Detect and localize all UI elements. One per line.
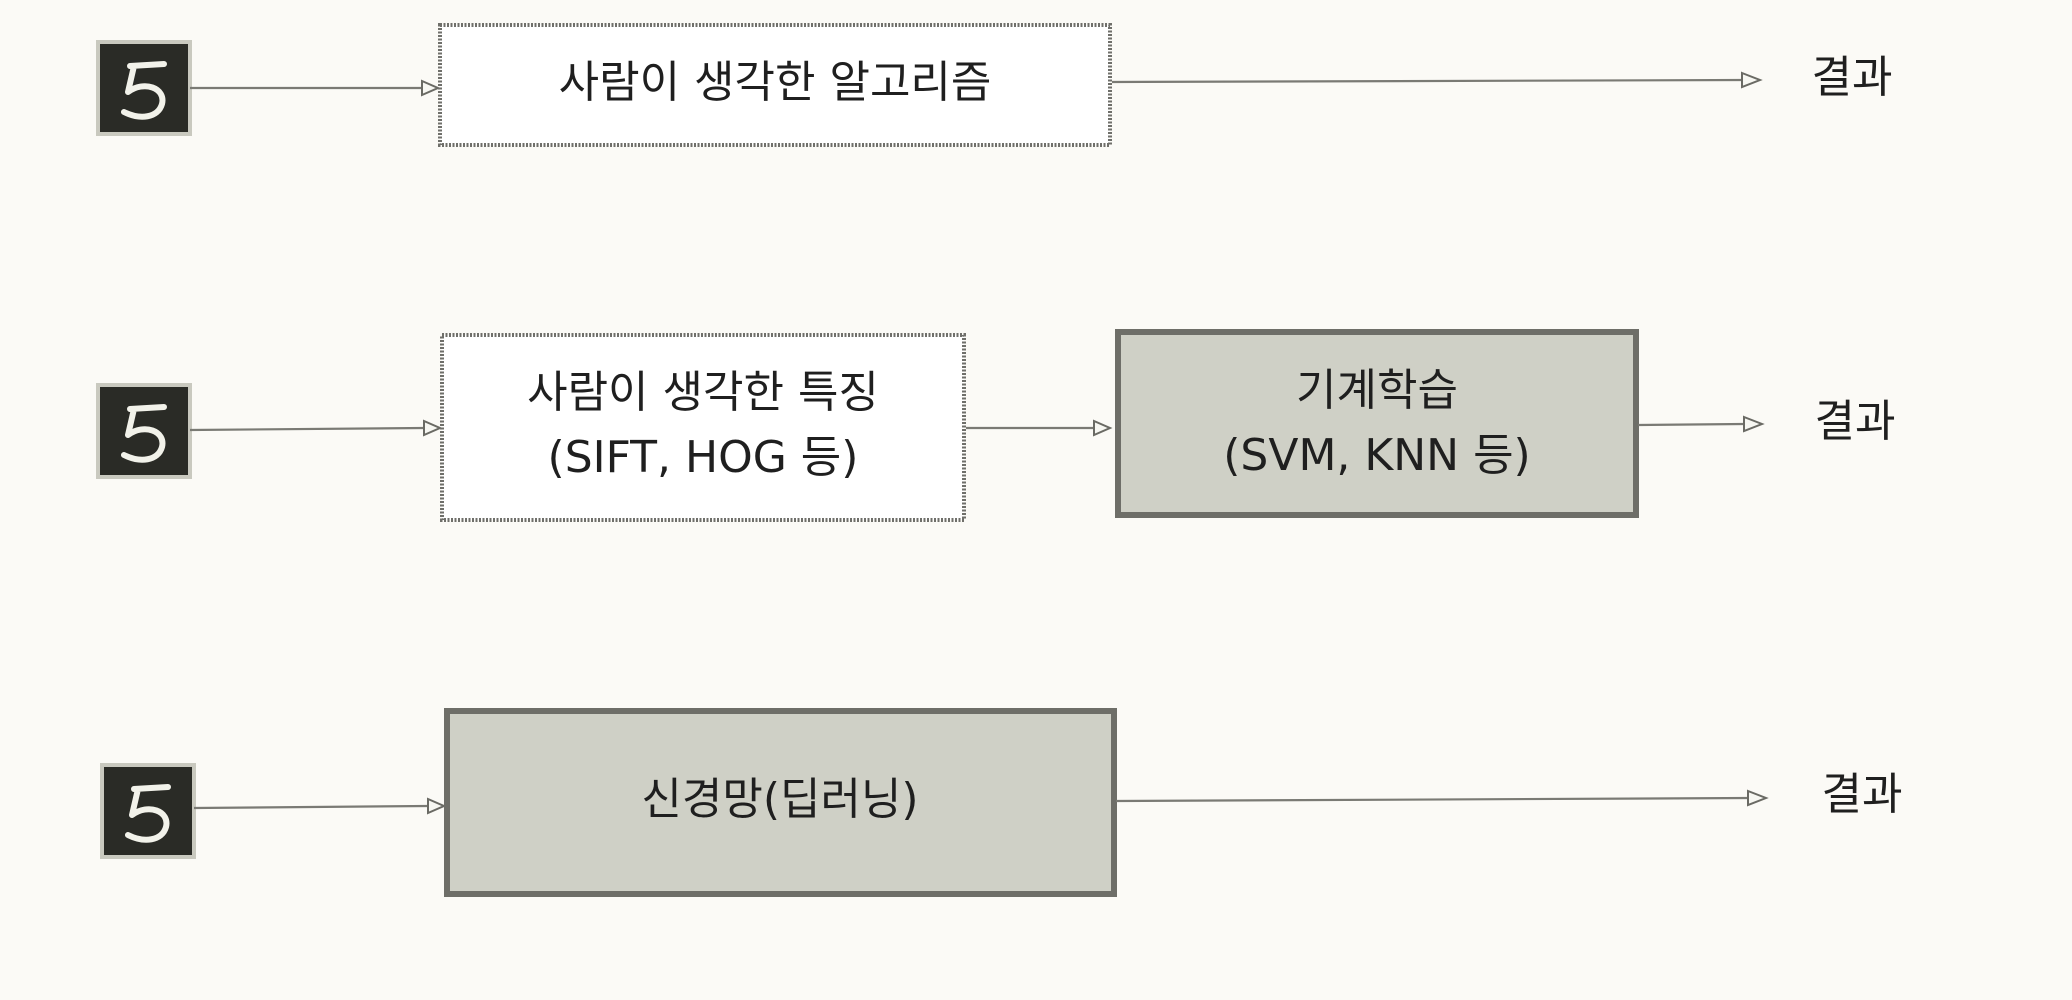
arrow-head-icon (423, 419, 443, 437)
arrow-neural-net-to-result (1115, 796, 1751, 803)
human-algorithm-label: 사람이 생각한 알고리즘 (559, 57, 992, 108)
result-label: 결과 (1822, 769, 1903, 820)
human-features-label: 사람이 생각한 특징 (527, 367, 879, 418)
arrow-head-icon (1747, 789, 1769, 807)
result-label: 결과 (1812, 52, 1893, 103)
digit-five-icon (100, 763, 196, 859)
arrow-head-icon (1093, 419, 1113, 437)
arrow-head-icon (421, 79, 441, 97)
machine-learning-box (1115, 329, 1639, 518)
arrow-head-icon (1741, 71, 1763, 89)
human-features-box (440, 333, 966, 522)
digit-five-icon (96, 40, 192, 136)
row-human-algorithm: 사람이 생각한 알고리즘 결과 (96, 23, 1893, 147)
human-algorithm-box (438, 23, 1112, 147)
neural-network-label: 신경망(딥러닝) (641, 774, 918, 825)
neural-network-box (444, 708, 1117, 897)
arrow-head-icon (1743, 415, 1765, 433)
arrow-algorithm-to-result (1111, 78, 1745, 84)
machine-learning-label: 기계학습 (1296, 365, 1458, 416)
arrow-input-to-features (189, 426, 425, 432)
arrow-head-icon (427, 797, 447, 815)
digit-five-icon (96, 383, 192, 479)
arrow-ml-to-result (1637, 422, 1745, 427)
row-deep-learning: 신경망(딥러닝) 결과 (100, 708, 1903, 897)
human-features-examples: (SIFT, HOG 등) (548, 432, 859, 483)
arrow-input-to-neural-net (193, 804, 429, 810)
row-feature-machine-learning: 사람이 생각한 특징 (SIFT, HOG 등) 기계학습 (SVM, KNN … (96, 329, 1896, 522)
machine-learning-examples: (SVM, KNN 등) (1223, 430, 1530, 481)
result-label: 결과 (1815, 396, 1896, 447)
